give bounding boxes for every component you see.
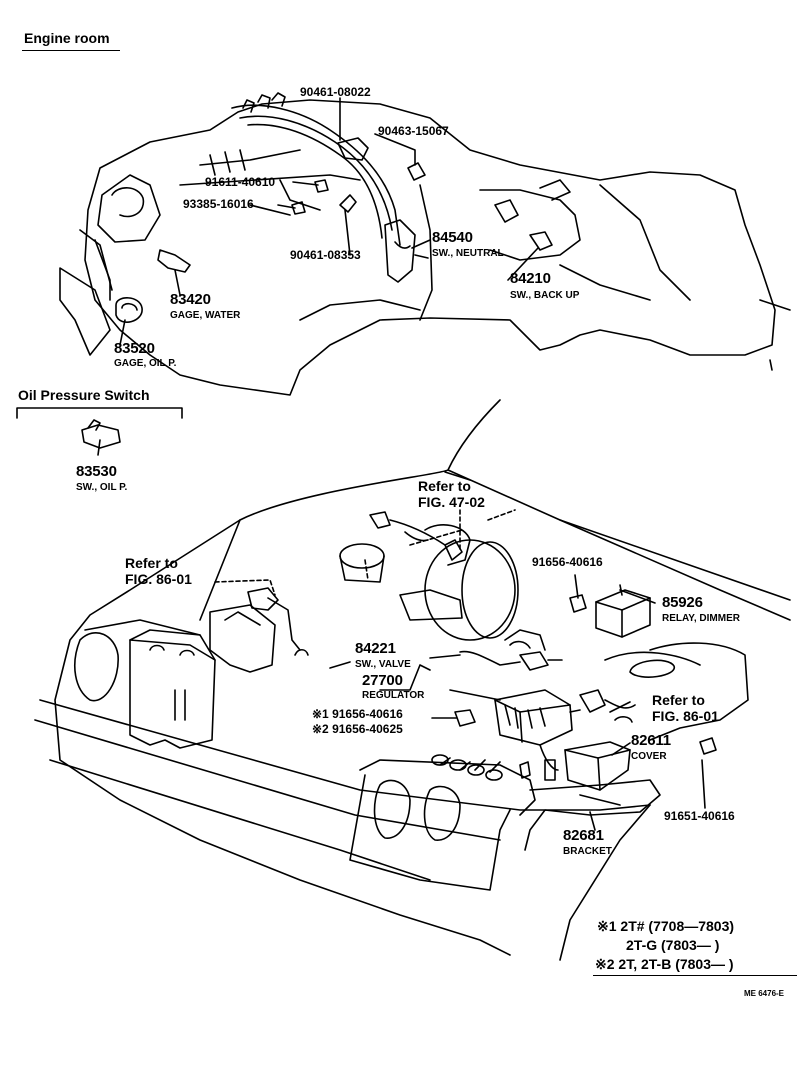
part-91651-40616: 91651-40616	[664, 809, 735, 823]
part-91611-40610: 91611-40610	[205, 175, 276, 189]
engine-room-title: Engine room	[24, 30, 110, 46]
applicability-note-3: ※2 2T, 2T-B (7803— )	[595, 956, 734, 972]
part-82611: 82611	[631, 732, 671, 749]
part-27700: 27700	[362, 672, 403, 689]
part-84210-desc: SW., BACK UP	[510, 290, 580, 301]
part-90461-08353: 90461-08353	[290, 248, 361, 262]
fig-86-01-left-link[interactable]: FIG. 86-01	[125, 571, 192, 587]
part-84221: 84221	[355, 640, 396, 657]
figure-code: ME 6476-E	[744, 989, 785, 998]
part-85926: 85926	[662, 594, 703, 611]
part-91656-40616-top: 91656-40616	[532, 555, 603, 569]
brake-booster-drawing	[339, 524, 519, 641]
part-91656-40625-m2: ※2 91656-40625	[312, 722, 403, 736]
part-82681: 82681	[563, 827, 604, 844]
part-27700-desc: REGULATOR	[362, 690, 425, 701]
part-83530: 83530	[76, 463, 117, 480]
part-83420: 83420	[170, 291, 211, 308]
engine-room-title-underline	[22, 50, 120, 51]
part-90461-08022: 90461-08022	[300, 85, 371, 99]
part-83520: 83520	[114, 340, 155, 357]
part-84540-desc: SW., NEUTRAL	[432, 248, 504, 259]
engine-block-drawing	[84, 99, 776, 396]
fan-drawing	[59, 229, 113, 356]
refer-to-label-right: Refer to	[652, 692, 705, 708]
part-83520-desc: GAGE, OIL P.	[114, 358, 177, 369]
part-82611-desc: COVER	[631, 751, 667, 762]
applicability-note-2: 2T-G (7803— )	[626, 937, 720, 953]
part-84221-desc: SW., VALVE	[355, 659, 411, 670]
fig-47-02-link[interactable]: FIG. 47-02	[418, 494, 485, 510]
front-body-drawing	[34, 299, 791, 961]
part-91656-40616-m1: ※1 91656-40616	[312, 707, 403, 721]
part-93385-16016: 93385-16016	[183, 197, 254, 211]
applicability-note-underline	[593, 975, 797, 976]
part-84210: 84210	[510, 270, 551, 287]
oil-pressure-switch-title: Oil Pressure Switch	[18, 387, 150, 403]
part-82681-desc: BRACKET	[563, 846, 612, 857]
part-85926-desc: RELAY, DIMMER	[662, 613, 740, 624]
part-84540: 84540	[432, 229, 473, 246]
refer-to-label-top: Refer to	[418, 478, 471, 494]
part-83530-desc: SW., OIL P.	[76, 482, 128, 493]
fig-86-01-right-link[interactable]: FIG. 86-01	[652, 708, 719, 724]
battery-drawing	[129, 629, 216, 749]
part-90463-15067: 90463-15067	[378, 124, 449, 138]
refer-to-label-left: Refer to	[125, 555, 178, 571]
applicability-note-1: ※1 2T# (7708—7803)	[597, 918, 735, 934]
engine-harness-drawing	[231, 92, 429, 283]
part-83420-desc: GAGE, WATER	[170, 310, 241, 321]
